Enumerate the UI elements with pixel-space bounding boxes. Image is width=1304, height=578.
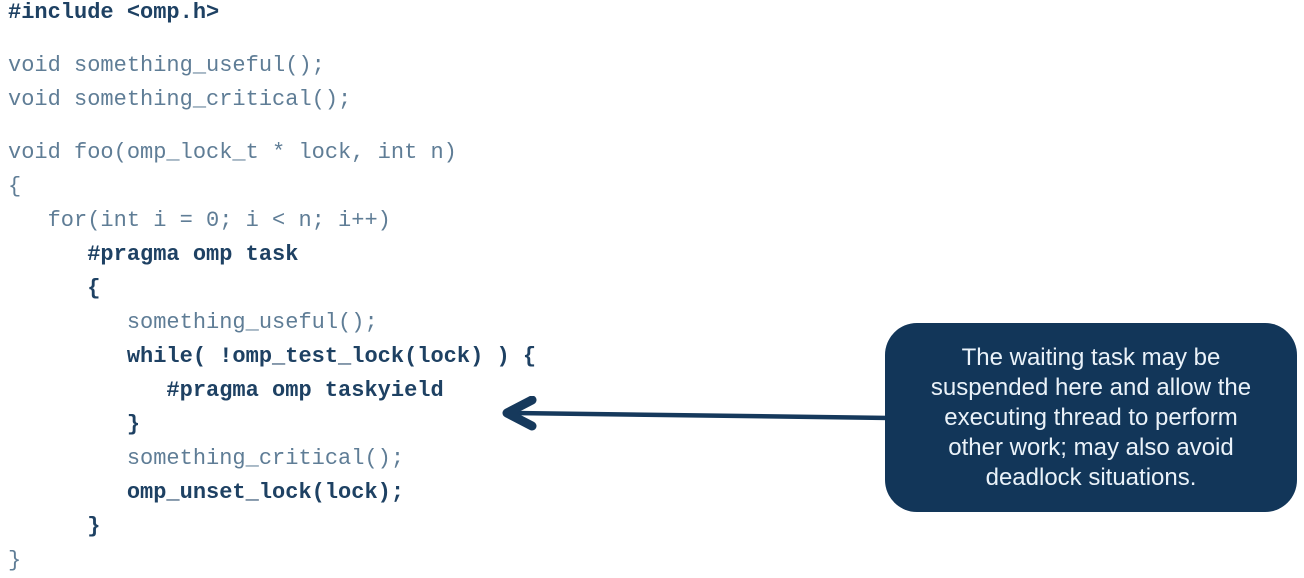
code-line: for(int i = 0; i < n; i++) — [8, 208, 391, 233]
code-line — [8, 117, 536, 136]
code-block: #include <omp.h> void something_useful();… — [8, 0, 536, 578]
code-line: omp_unset_lock(lock); — [8, 480, 405, 505]
code-line: void foo(omp_lock_t * lock, int n) — [8, 140, 457, 165]
code-line: } — [8, 514, 101, 539]
code-line: #include <omp.h> — [8, 0, 220, 25]
code-line: { — [8, 174, 22, 199]
code-line: #pragma omp task — [8, 242, 299, 267]
code-line — [8, 30, 536, 49]
callout-arrow — [502, 396, 890, 431]
code-line: { — [8, 276, 101, 301]
arrow-head-icon — [502, 396, 537, 431]
arrow-shaft — [513, 410, 890, 421]
code-line: something_critical(); — [8, 446, 405, 471]
code-line: void something_useful(); — [8, 53, 325, 78]
code-line: while( !omp_test_lock(lock) ) { — [8, 344, 537, 369]
code-line: something_useful(); — [8, 310, 378, 335]
callout-box: The waiting task may be suspended here a… — [885, 323, 1297, 512]
code-line: void something_critical(); — [8, 87, 352, 112]
code-line: } — [8, 412, 141, 437]
callout-text: The waiting task may be suspended here a… — [930, 343, 1252, 491]
code-line: #pragma omp taskyield — [8, 378, 444, 403]
code-line: } — [8, 548, 22, 573]
